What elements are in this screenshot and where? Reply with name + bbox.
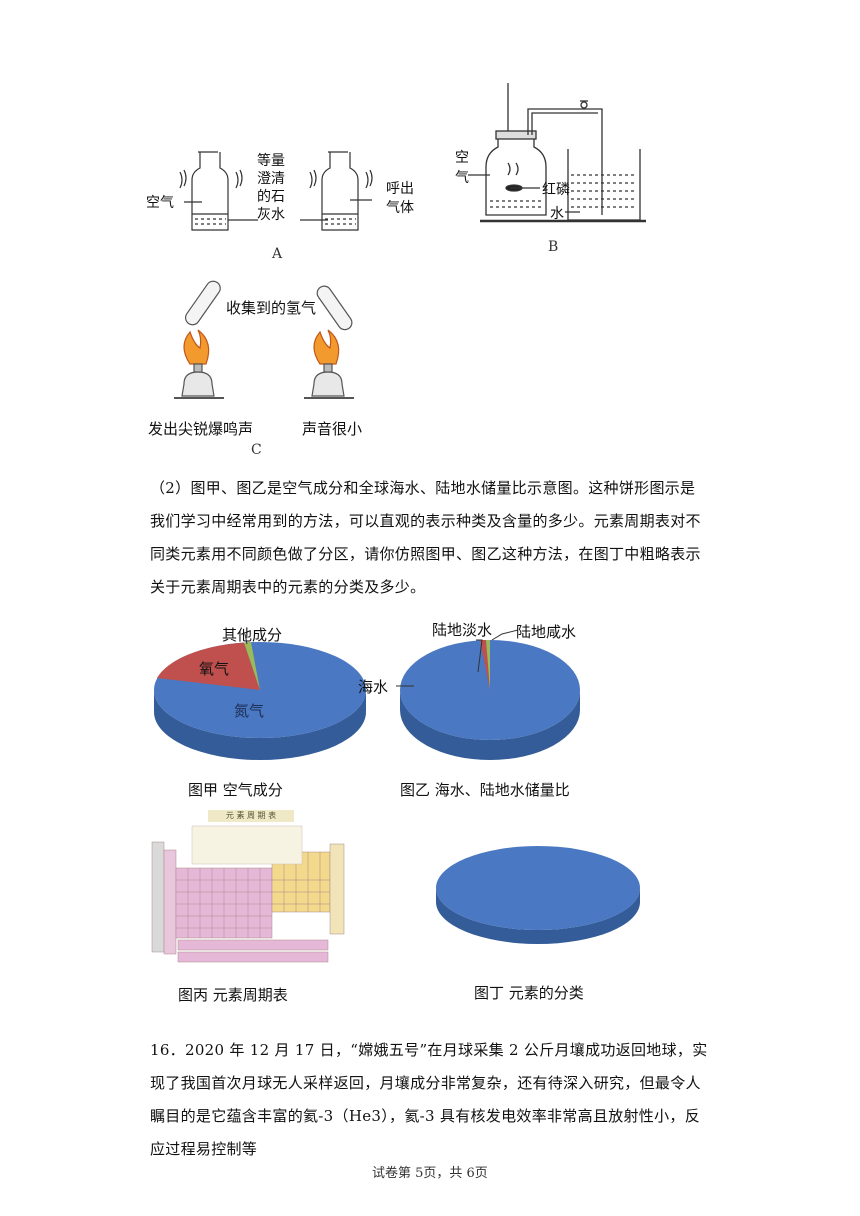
page-footer: 试卷第 5页，共 6页 [372, 1166, 488, 1181]
figure-b-drawing [468, 83, 646, 223]
fig-a-letter: A [272, 246, 283, 262]
pie-yi-chart [396, 629, 580, 760]
pie-jia-oxygen-label: 氧气 [199, 660, 230, 678]
fig-a-limewater-label: 等量 澄清 的石 灰水 [257, 153, 285, 223]
fig-c-quiet-label: 声音很小 [302, 420, 363, 438]
pie-yi-caption: 图乙 海水、陆地水储量比 [400, 781, 570, 799]
periodic-table-image: 元 素 周 期 表 [148, 806, 358, 966]
blank-pie-side [436, 888, 640, 944]
periodic-table-grid [151, 825, 345, 963]
pie-jia-side [154, 690, 366, 760]
pie-jia-caption: 图甲 空气成分 [188, 781, 283, 799]
pie-yi-side [400, 690, 580, 760]
figure-a-drawing [179, 151, 373, 231]
pie-yi-slice-salty [486, 639, 490, 690]
figure-c-drawing [174, 280, 354, 399]
fig-c-hydrogen-label: 收集到的氢气 [224, 297, 319, 318]
pie-jia-chart [154, 633, 366, 760]
question-16-text: 16．2020 年 12 月 17 日，“嫦娥五号”在月球采集 2 公斤月壤成功… [150, 1041, 708, 1158]
pie-jia-slice-other [244, 642, 260, 690]
fig-b-air-label: 空 气 [455, 150, 469, 186]
pie-jia-other-label: 其他成分 [222, 626, 283, 644]
fig-ding-caption: 图丁 元素的分类 [474, 984, 584, 1002]
pie-yi-fresh-label: 陆地淡水 [432, 621, 493, 639]
pie-yi-sea-label: 海水 [358, 678, 389, 696]
fig-b-phosphorus-label: 红磷 [542, 182, 570, 198]
fig-b-letter: B [548, 239, 559, 255]
fig-b-water-label: 水 [550, 206, 564, 222]
fig-a-air-label: 空气 [146, 195, 174, 211]
pie-jia-nitrogen-label: 氮气 [234, 702, 265, 720]
fig-c-loud-label: 发出尖锐爆鸣声 [148, 420, 254, 438]
periodic-table-title: 元 素 周 期 表 [208, 810, 294, 822]
question-2-text: （2）图甲、图乙是空气成分和全球海水、陆地水储量比示意图。这种饼形图示是我们学习… [150, 479, 701, 596]
fig-a-exhaled-label: 呼出 气体 [386, 181, 414, 216]
blank-pie-top [436, 846, 640, 930]
fig-bing-caption: 图丙 元素周期表 [178, 986, 288, 1004]
pie-yi-salty-label: 陆地咸水 [516, 623, 577, 641]
blank-pie-chart [436, 846, 640, 944]
pie-jia-slice-oxygen [157, 642, 260, 690]
fig-c-letter: C [251, 442, 262, 458]
pie-yi-slice-fresh [480, 639, 490, 690]
